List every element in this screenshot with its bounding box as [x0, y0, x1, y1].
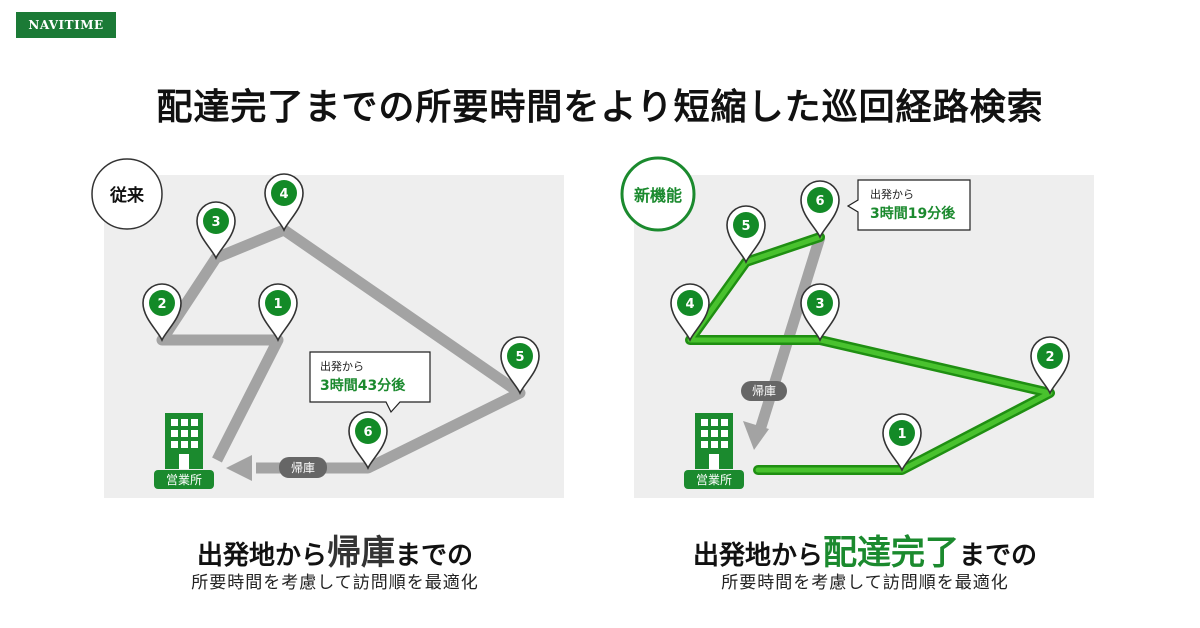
svg-text:出発から: 出発から	[320, 359, 364, 373]
map-pin-1: 1	[882, 413, 922, 471]
caption-highlight: 帰庫	[327, 533, 395, 573]
map-pin-3: 3	[800, 283, 840, 341]
svg-text:4: 4	[685, 297, 694, 312]
svg-text:従来: 従来	[109, 185, 145, 206]
svg-text:出発から: 出発から	[870, 187, 914, 201]
svg-text:帰庫: 帰庫	[752, 384, 776, 398]
conventional-route-map: 帰庫 営業所 4 3 2 1 5 6 出発から 3時間43分後	[91, 158, 564, 498]
route-arrowhead	[743, 421, 769, 450]
office-label: 営業所	[684, 470, 744, 489]
map-pin-2: 2	[1030, 336, 1070, 394]
left-caption: 出発地から帰庫までの	[55, 525, 615, 574]
map-pin-5: 5	[500, 336, 540, 394]
left-subcaption: 所要時間を考慮して訪問順を最適化	[191, 573, 479, 593]
svg-text:2: 2	[1045, 350, 1054, 365]
map-pin-6: 6	[348, 411, 388, 469]
map-pin-6: 6	[800, 180, 840, 238]
map-pin-2: 2	[142, 283, 182, 341]
map-pin-1: 1	[258, 283, 298, 341]
svg-text:新機能: 新機能	[634, 186, 682, 205]
svg-text:営業所: 営業所	[166, 473, 202, 487]
svg-text:3時間43分後: 3時間43分後	[320, 377, 406, 394]
map-pin-4: 4	[264, 173, 304, 231]
office-building-icon	[695, 413, 733, 469]
caption-prefix: 出発地から	[692, 541, 823, 571]
svg-text:6: 6	[363, 425, 372, 440]
caption-highlight: 配達完了	[823, 533, 959, 573]
time-callout: 出発から 3時間19分後	[846, 179, 971, 231]
map-pin-5: 5	[726, 205, 766, 263]
right-caption: 出発地から配達完了までの	[585, 525, 1145, 574]
route-arrowhead	[226, 455, 252, 481]
svg-text:3時間19分後: 3時間19分後	[870, 205, 956, 222]
return-label: 帰庫	[279, 457, 327, 478]
svg-text:2: 2	[157, 297, 166, 312]
svg-text:5: 5	[741, 219, 750, 234]
new-route-map: 帰庫 営業所 6 5 4 3 2 1 出発から 3時間19分後	[620, 156, 1094, 498]
caption-suffix: までの	[395, 541, 474, 571]
new-feature-badge: 新機能	[620, 156, 696, 232]
page-title: 配達完了までの所要時間をより短縮した巡回経路検索	[156, 87, 1044, 128]
svg-text:1: 1	[273, 297, 282, 312]
svg-text:帰庫: 帰庫	[291, 461, 315, 475]
svg-text:1: 1	[897, 427, 906, 442]
conventional-badge: 従来	[91, 158, 163, 230]
svg-text:4: 4	[279, 187, 288, 202]
return-label: 帰庫	[741, 381, 787, 401]
right-subcaption: 所要時間を考慮して訪問順を最適化	[721, 573, 1009, 593]
svg-text:3: 3	[211, 215, 220, 230]
office-building-icon	[165, 413, 203, 469]
svg-text:3: 3	[815, 297, 824, 312]
office-label: 営業所	[154, 470, 214, 489]
time-callout: 出発から 3時間43分後	[309, 351, 431, 414]
svg-text:6: 6	[815, 194, 824, 209]
caption-suffix: までの	[959, 541, 1038, 571]
navitime-logo: NAVITIME	[16, 12, 116, 38]
svg-text:5: 5	[515, 350, 524, 365]
map-pin-4: 4	[670, 283, 710, 341]
map-pin-3: 3	[196, 201, 236, 259]
caption-prefix: 出発地から	[196, 541, 327, 571]
svg-text:営業所: 営業所	[696, 473, 732, 487]
